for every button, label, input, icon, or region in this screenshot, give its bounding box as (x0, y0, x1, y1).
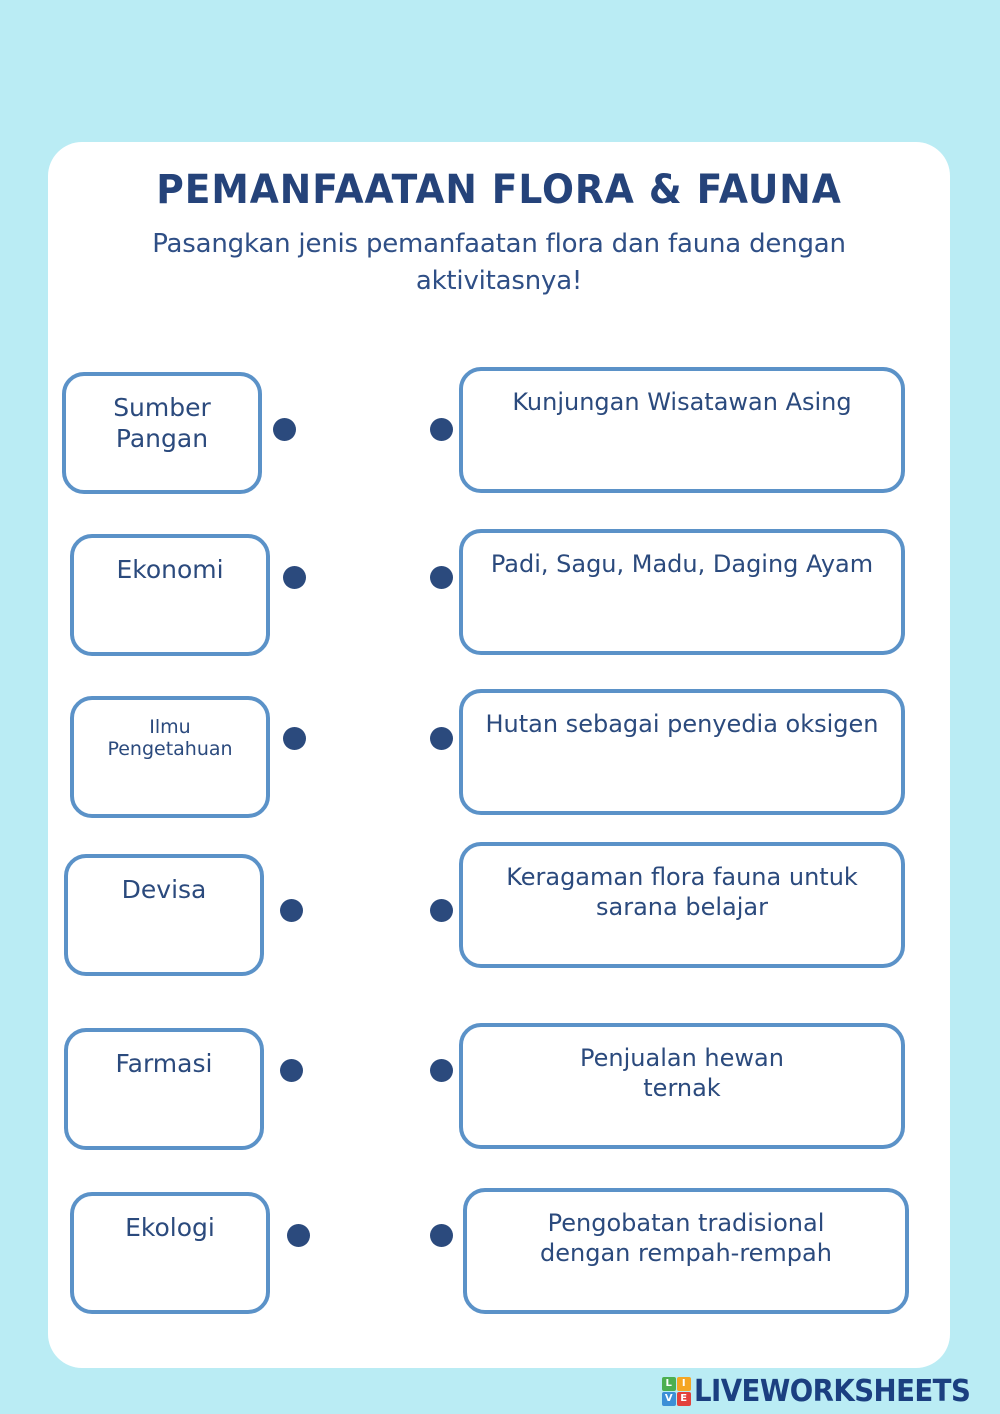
left-connector-dot[interactable] (273, 418, 296, 441)
right-item-label: Hutan sebagai penyedia oksigen (485, 710, 879, 738)
left-item-ekologi[interactable]: Ekologi (70, 1192, 270, 1314)
right-connector-dot[interactable] (430, 727, 453, 750)
right-connector-dot[interactable] (430, 566, 453, 589)
logo-letter-l: L (661, 1376, 676, 1391)
left-connector-dot[interactable] (280, 899, 303, 922)
left-item-ekonomi[interactable]: Ekonomi (70, 534, 270, 656)
worksheet-header: PEMANFAATAN FLORA & FAUNA Pasangkan jeni… (48, 142, 950, 300)
liveworksheets-logo[interactable]: L I V E LIVEWORKSHEETS (661, 1373, 994, 1409)
left-item-devisa[interactable]: Devisa (64, 854, 264, 976)
page-title: PEMANFAATAN FLORA & FAUNA (156, 167, 842, 213)
worksheet-instructions: Pasangkan jenis pemanfaatan flora dan fa… (152, 229, 846, 296)
worksheet-card: PEMANFAATAN FLORA & FAUNA Pasangkan jeni… (48, 142, 950, 1368)
liveworksheets-wordmark: LIVEWORKSHEETS (693, 1373, 971, 1409)
right-connector-dot[interactable] (430, 418, 453, 441)
liveworksheets-mark-icon: L I V E (661, 1376, 691, 1406)
right-connector-dot[interactable] (430, 899, 453, 922)
left-connector-dot[interactable] (287, 1224, 310, 1247)
logo-letter-i: I (676, 1376, 691, 1391)
right-connector-dot[interactable] (430, 1059, 453, 1082)
left-item-label: Ekonomi (116, 555, 224, 584)
right-item-padi-sagu-madu-daging-ayam[interactable]: Padi, Sagu, Madu, Daging Ayam (459, 529, 905, 655)
left-connector-dot[interactable] (283, 727, 306, 750)
logo-letter-v: V (661, 1391, 676, 1406)
right-item-hutan-penyedia-oksigen[interactable]: Hutan sebagai penyedia oksigen (459, 689, 905, 815)
right-item-label: Padi, Sagu, Madu, Daging Ayam (490, 550, 874, 578)
left-item-label: Devisa (121, 875, 207, 904)
left-connector-dot[interactable] (283, 566, 306, 589)
left-item-label: Farmasi (115, 1049, 213, 1078)
left-connector-dot[interactable] (280, 1059, 303, 1082)
logo-letter-e: E (676, 1391, 691, 1406)
right-connector-dot[interactable] (430, 1224, 453, 1247)
right-item-kunjungan-wisatawan-asing[interactable]: Kunjungan Wisatawan Asing (459, 367, 905, 493)
footer: L I V E LIVEWORKSHEETS (0, 1368, 1000, 1414)
right-item-label: Kunjungan Wisatawan Asing (512, 388, 852, 416)
left-item-label: Ekologi (125, 1213, 215, 1242)
left-item-farmasi[interactable]: Farmasi (64, 1028, 264, 1150)
